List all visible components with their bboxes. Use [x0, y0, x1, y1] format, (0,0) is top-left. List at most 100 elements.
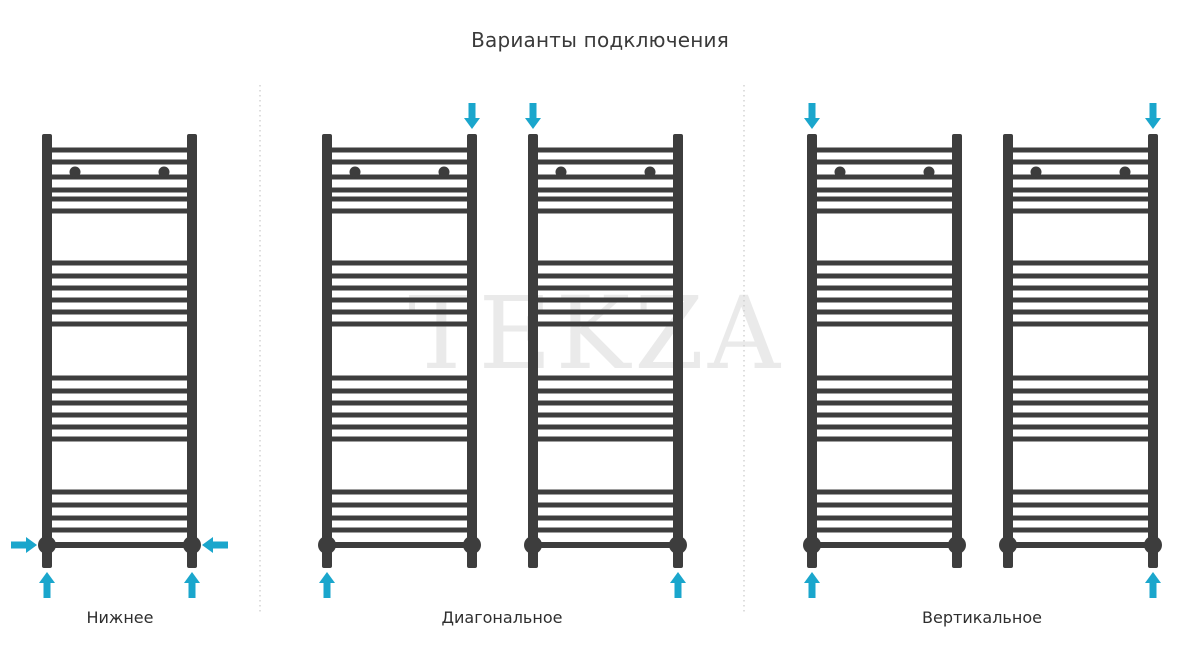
arrow-up-icon: [804, 572, 820, 598]
towel-radiator: [999, 134, 1162, 568]
radiator-bar: [1008, 502, 1153, 508]
radiator-bar: [1008, 375, 1153, 381]
radiator-bar: [327, 489, 472, 495]
mount-dot: [555, 166, 567, 178]
radiator-bar: [812, 187, 957, 193]
radiator-bar: [812, 260, 957, 266]
radiator-bar: [1008, 187, 1153, 193]
radiator-bar: [327, 187, 472, 193]
radiator-rail-left: [42, 134, 52, 568]
fitting-right: [463, 536, 481, 554]
radiator-bar: [47, 208, 192, 214]
radiator-bar: [1008, 196, 1153, 202]
radiator-bar: [533, 321, 678, 327]
radiator-bar: [327, 502, 472, 508]
radiator-bar: [327, 412, 472, 418]
radiator-bar: [47, 388, 192, 394]
radiator-bar: [533, 297, 678, 303]
radiator-bar: [47, 436, 192, 442]
arrow-down-icon: [525, 103, 541, 129]
arrow-up-icon: [319, 572, 335, 598]
radiator-rail-right: [1148, 134, 1158, 568]
radiator-bar: [327, 297, 472, 303]
radiator-bar: [327, 174, 472, 180]
radiator-bar: [327, 436, 472, 442]
mount-dot: [69, 166, 81, 178]
radiator-bar: [47, 424, 192, 430]
radiator-bar: [47, 375, 192, 381]
radiator-bar: [533, 260, 678, 266]
arrow-up-icon: [1145, 572, 1161, 598]
radiator-bar: [1008, 208, 1153, 214]
radiator-bar: [47, 285, 192, 291]
fitting-left: [38, 536, 56, 554]
radiator-bar: [1008, 542, 1153, 548]
radiator-bar: [47, 515, 192, 521]
radiator-bar: [47, 297, 192, 303]
radiator-bar: [327, 285, 472, 291]
radiator-bar: [1008, 309, 1153, 315]
radiator-bar: [533, 174, 678, 180]
fitting-left: [999, 536, 1017, 554]
arrow-left-icon: [202, 537, 228, 553]
radiator-bar: [1008, 424, 1153, 430]
towel-radiator: [318, 134, 481, 568]
radiator-bar: [812, 515, 957, 521]
radiator-rail-left: [1003, 134, 1013, 568]
radiator-bar: [533, 502, 678, 508]
radiator-bar: [533, 159, 678, 165]
radiator-bar: [1008, 388, 1153, 394]
radiator-bar: [812, 285, 957, 291]
radiator-bar: [812, 196, 957, 202]
radiator-bar: [812, 208, 957, 214]
radiator-bar: [47, 196, 192, 202]
radiator-rail-right: [673, 134, 683, 568]
radiator-bar: [47, 147, 192, 153]
fitting-right: [669, 536, 687, 554]
arrow-up-icon: [670, 572, 686, 598]
radiator-bar: [1008, 174, 1153, 180]
radiator-bar: [1008, 273, 1153, 279]
radiator-bar: [1008, 285, 1153, 291]
radiator-bar: [1008, 260, 1153, 266]
arrow-down-icon: [1145, 103, 1161, 129]
radiator-bar: [812, 502, 957, 508]
mount-dot: [438, 166, 450, 178]
radiator-rail-right: [467, 134, 477, 568]
radiator-bar: [812, 542, 957, 548]
label-bottom-connection: Нижнее: [86, 608, 154, 627]
radiator-bar: [47, 542, 192, 548]
radiator-bar: [327, 400, 472, 406]
radiator-bar: [533, 436, 678, 442]
radiator-bar: [812, 375, 957, 381]
label-vertical-connection: Вертикальное: [922, 608, 1042, 627]
radiator-bar: [812, 147, 957, 153]
towel-radiator: [524, 134, 687, 568]
radiator-bar: [47, 400, 192, 406]
radiator-bar: [812, 489, 957, 495]
arrow-up-icon: [184, 572, 200, 598]
radiator-bar: [47, 502, 192, 508]
radiator-bar: [327, 309, 472, 315]
radiator-rail-left: [807, 134, 817, 568]
mount-dot: [644, 166, 656, 178]
radiators: [38, 134, 1162, 568]
radiator-bar: [812, 412, 957, 418]
radiator-bar: [47, 527, 192, 533]
radiator-bar: [1008, 527, 1153, 533]
radiator-rail-right: [952, 134, 962, 568]
radiator-bar: [1008, 147, 1153, 153]
radiator-bar: [812, 424, 957, 430]
radiator-bar: [812, 388, 957, 394]
radiator-bar: [327, 196, 472, 202]
mount-dot: [1030, 166, 1042, 178]
radiator-bar: [533, 375, 678, 381]
mount-dot: [1119, 166, 1131, 178]
radiator-bar: [812, 321, 957, 327]
radiator-bar: [533, 489, 678, 495]
radiator-bar: [47, 309, 192, 315]
radiator-bar: [533, 196, 678, 202]
radiator-bar: [47, 187, 192, 193]
fitting-right: [183, 536, 201, 554]
radiator-bar: [812, 297, 957, 303]
